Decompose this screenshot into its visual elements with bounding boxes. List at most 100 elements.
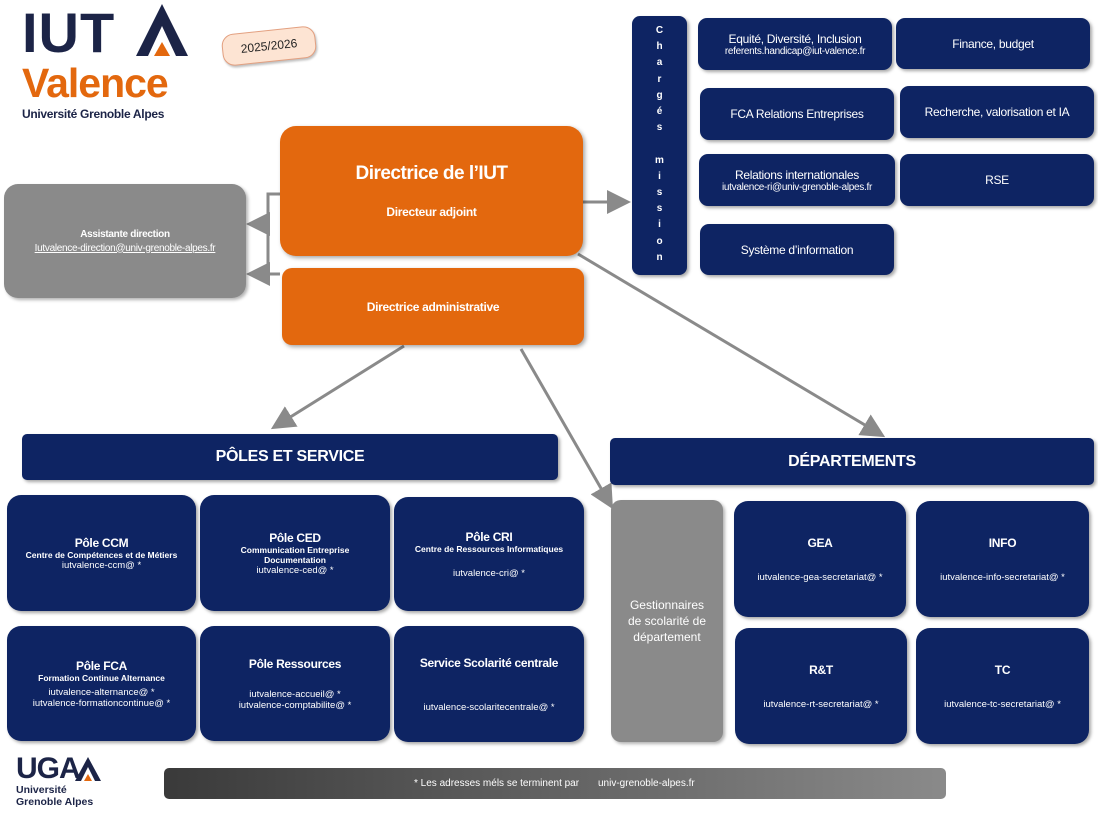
charges-mission-letter: o [656,235,663,247]
charge-item-fca-relations: FCA Relations Entreprises [700,88,894,140]
assistante-direction-box: Assistante direction Iutvalence-directio… [4,184,246,298]
pole-fca: Pôle FCA Formation Continue Alternance i… [7,626,196,741]
pole-email[interactable]: iutvalence-accueil@ * [249,688,341,700]
footer-note-bar: * Les adresses méls se terminent par uni… [164,768,946,799]
assistante-title: Assistante direction [80,228,170,240]
service-scolarite-centrale: Service Scolarité centrale iutvalence-sc… [394,626,584,742]
directrice-box: Directrice de l’IUT Directeur adjoint [280,126,583,256]
charge-item-label: Système d’information [740,242,854,257]
charge-item-relations-internationales: Relations internationales iutvalence-ri@… [699,154,895,206]
uga-logo-line2: Grenoble Alpes [16,796,94,808]
pole-subtitle: Centre de Ressources Informatiques [414,543,564,554]
departement-title: TC [994,662,1011,677]
departements-header-label: DÉPARTEMENTS [788,452,916,470]
poles-header: PÔLES ET SERVICE [22,434,558,480]
pole-ced: Pôle CED Communication Entreprise Docume… [200,495,390,611]
uga-logo: UGA Université Grenoble Alpes [16,752,116,812]
gestionnaires-box: Gestionnaires de scolarité de départemen… [611,500,723,742]
departement-email[interactable]: iutvalence-info-secretariat@ * [940,571,1065,583]
charge-item-label: FCA Relations Entreprises [730,107,864,121]
charges-mission-letter: m [655,154,664,166]
logo-triangle-icon [136,4,188,56]
pole-subtitle: Communication Entreprise Documentation [240,544,350,565]
charges-mission-letter: C [655,25,664,36]
charges-mission-letter: h [656,41,663,53]
charges-mission-letter: s [656,122,663,134]
charge-item-rse: RSE [900,154,1094,206]
charge-item-finance: Finance, budget [896,18,1090,69]
logo-valence-text: Valence [22,60,169,106]
charges-mission-letter: s [656,187,663,199]
charge-item-label: RSE [985,173,1009,187]
pole-title: Pôle CED [269,530,321,545]
gestionnaires-label: Gestionnaires de scolarité de départemen… [627,598,707,644]
footer-domain-text: univ-grenoble-alpes.fr [598,778,695,789]
charges-mission-letter [658,136,661,152]
departement-email[interactable]: iutvalence-tc-secretariat@ * [944,698,1061,710]
charge-item-recherche: Recherche, valorisation et IA [900,86,1094,138]
charges-mission-letter: n [656,251,663,263]
charges-mission-letter: i [658,219,661,231]
departements-header: DÉPARTEMENTS [610,438,1094,485]
charges-mission-letter: s [656,203,663,215]
pole-email[interactable]: iutvalence-formationcontinue@ * [32,697,171,709]
departement-tc: TC iutvalence-tc-secretariat@ * [916,628,1089,744]
pole-email[interactable]: iutvalence-cri@ * [453,567,525,579]
departement-rt: R&T iutvalence-rt-secretariat@ * [735,628,907,744]
pole-title: Pôle CRI [465,529,513,544]
charge-item-label: Relations internationales [735,167,859,182]
pole-ccm: Pôle CCM Centre de Compétences et de Mét… [7,495,196,611]
pole-title: Pôle CCM [74,535,129,550]
pole-email[interactable]: iutvalence-alternance@ * [48,686,155,698]
uga-logo-line1: Université [16,784,67,796]
direction-bracket [266,192,280,276]
pole-title: Pôle Ressources [248,656,342,671]
directeur-adjoint-label: Directeur adjoint [386,205,477,219]
departement-email[interactable]: iutvalence-rt-secretariat@ * [763,698,879,710]
charges-mission-letter: r [657,73,662,85]
logo-iut-text: IUT [22,1,116,64]
poles-header-label: PÔLES ET SERVICE [215,448,365,465]
charges-mission-letter: i [658,170,661,182]
departement-title: R&T [809,662,833,677]
charge-item-label: Equité, Diversité, Inclusion [728,31,862,46]
pole-cri: Pôle CRI Centre de Ressources Informatiq… [394,497,584,611]
pole-title: Pôle FCA [76,658,127,673]
pole-email[interactable]: iutvalence-scolaritecentrale@ * [423,701,555,713]
departement-email[interactable]: iutvalence-gea-secretariat@ * [757,571,883,583]
pole-email[interactable]: iutvalence-comptabilite@ * [238,699,352,711]
uga-logo-text: Université Grenoble Alpes [16,784,93,808]
charge-item-label: Finance, budget [952,36,1034,51]
uga-triangle-icon [75,757,101,781]
charges-mission-letter: g [656,89,663,101]
assistante-email-link[interactable]: Iutvalence-direction@univ-grenoble-alpes… [34,242,216,254]
charge-item-email[interactable]: iutvalence-ri@univ-grenoble-alpes.fr [722,181,872,193]
pole-email[interactable]: iutvalence-ccm@ * [61,559,142,571]
departement-title: INFO [988,535,1017,550]
charge-item-edi: Equité, Diversité, Inclusion referents.h… [698,18,892,70]
footer-note-text: * Les adresses méls se terminent par [414,778,580,789]
pole-title: Service Scolarité centrale [419,655,559,670]
pole-subtitle: Formation Continue Alternance [38,672,165,683]
arrow-to-poles [270,344,405,430]
directrice-administrative-label: Directrice administrative [366,299,500,314]
pole-ressources: Pôle Ressources iutvalence-accueil@ * iu… [200,626,390,741]
pole-subtitle: Centre de Compétences et de Métiers [25,549,178,560]
directrice-title: Directrice de l’IUT [355,163,508,184]
arrow-to-departements [577,252,886,438]
charge-item-email[interactable]: referents.handicap@iut-valence.fr [724,45,866,57]
charges-mission-letter: é [656,106,663,118]
departement-info: INFO iutvalence-info-secretariat@ * [916,501,1089,617]
arrow-to-gestionnaires [519,348,613,510]
directrice-administrative-box: Directrice administrative [282,268,584,345]
charges-mission-letter: a [656,57,663,69]
uga-logo-acronym: UGA [16,752,81,785]
pole-email[interactable]: iutvalence-ced@ * [256,564,334,576]
charge-item-systeme-information: Système d’information [700,224,894,275]
departement-gea: GEA iutvalence-gea-secretariat@ * [734,501,906,617]
departement-title: GEA [807,535,833,550]
charge-item-label: Recherche, valorisation et IA [924,105,1070,119]
